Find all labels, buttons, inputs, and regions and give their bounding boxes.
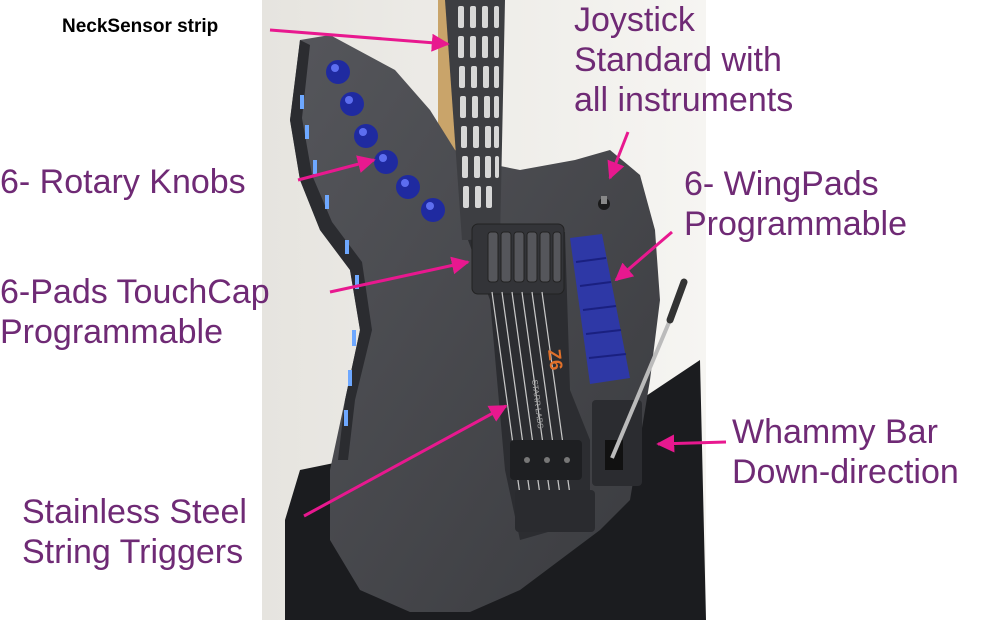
rotary-knobs xyxy=(326,60,445,222)
label-touchcap-line-1: 6-Pads TouchCap xyxy=(0,273,270,311)
whammy-bar xyxy=(610,319,672,459)
label-strings: Stainless Steel String Triggers xyxy=(22,492,247,572)
neck-sensor-strip xyxy=(458,6,499,208)
label-strings-line-1: Stainless Steel xyxy=(22,493,247,531)
touchcap-pads xyxy=(487,231,562,283)
wingpad-dividers xyxy=(575,257,627,359)
label-joystick-line-3: all instruments xyxy=(574,81,794,119)
label-touchcap: 6-Pads TouchCap Programmable xyxy=(0,272,270,352)
label-wingpads-line-1: 6- WingPads xyxy=(684,165,879,203)
label-touchcap-line-2: Programmable xyxy=(0,313,223,351)
tailpiece xyxy=(515,490,595,532)
label-whammy: Whammy Bar Down-direction xyxy=(732,412,959,492)
label-joystick: Joystick Standard with all instruments xyxy=(574,0,793,120)
label-neck-sensor: NeckSensor strip xyxy=(62,16,219,37)
label-joystick-line-1: Joystick xyxy=(574,1,695,39)
side-led-strip xyxy=(300,95,359,426)
label-joystick-line-2: Standard with xyxy=(574,41,782,79)
label-strings-line-2: String Triggers xyxy=(22,533,244,571)
brand-logo: Z6 xyxy=(544,348,566,371)
guitar-side-edge xyxy=(290,40,372,460)
wingpads xyxy=(570,234,630,384)
label-whammy-line-1: Whammy Bar xyxy=(732,413,938,451)
label-rotary-knobs: 6- Rotary Knobs xyxy=(0,163,246,201)
label-wingpads-line-2: Programmable xyxy=(684,205,907,243)
annotation-arrows xyxy=(269,28,727,518)
label-wingpads: 6- WingPads Programmable xyxy=(684,164,907,244)
label-whammy-line-2: Down-direction xyxy=(732,453,959,491)
guitar-neck xyxy=(445,0,505,240)
joystick-stem xyxy=(601,196,607,204)
whammy-grip xyxy=(666,278,688,324)
